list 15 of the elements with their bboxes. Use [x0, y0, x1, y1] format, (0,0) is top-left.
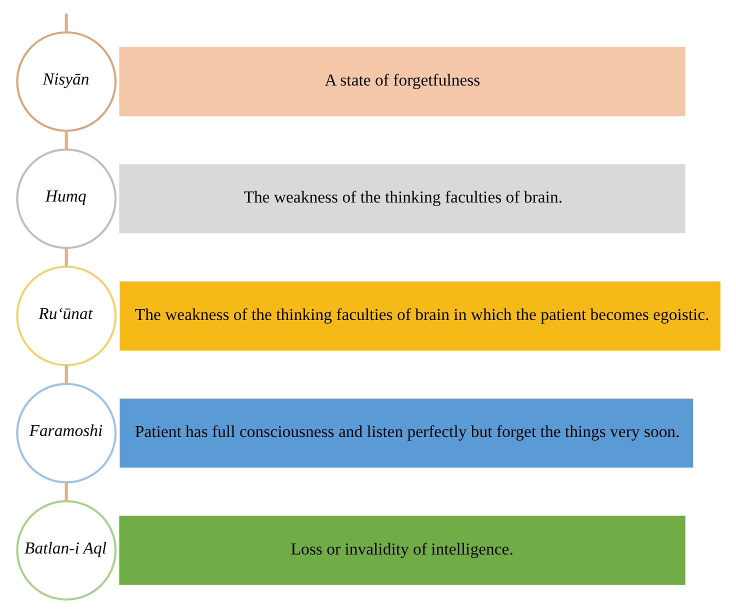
node-circle: Nisyān — [16, 31, 116, 132]
node-box: The weakness of the thinking faculties of brain in which the patient becomes egoistic. — [119, 281, 720, 350]
connector — [64, 482, 68, 501]
connector — [64, 14, 68, 32]
node-box: A state of forgetfulness — [118, 47, 685, 116]
node-box: Loss or invalidity of intelligence. — [118, 516, 685, 585]
node-circle: Ru‘ūnat — [16, 266, 116, 366]
node-circle: Faramoshi — [16, 382, 116, 484]
node-circle: Batlan-i Aql — [16, 500, 116, 601]
connector — [64, 365, 68, 384]
connector — [64, 130, 68, 150]
node-box: The weakness of the thinking faculties of brain. — [118, 164, 685, 234]
node-box: Patient has full consciousness and listen perfectly but forget the things very soon. — [119, 398, 693, 468]
connector — [64, 248, 68, 267]
node-circle: Humq — [16, 148, 116, 249]
